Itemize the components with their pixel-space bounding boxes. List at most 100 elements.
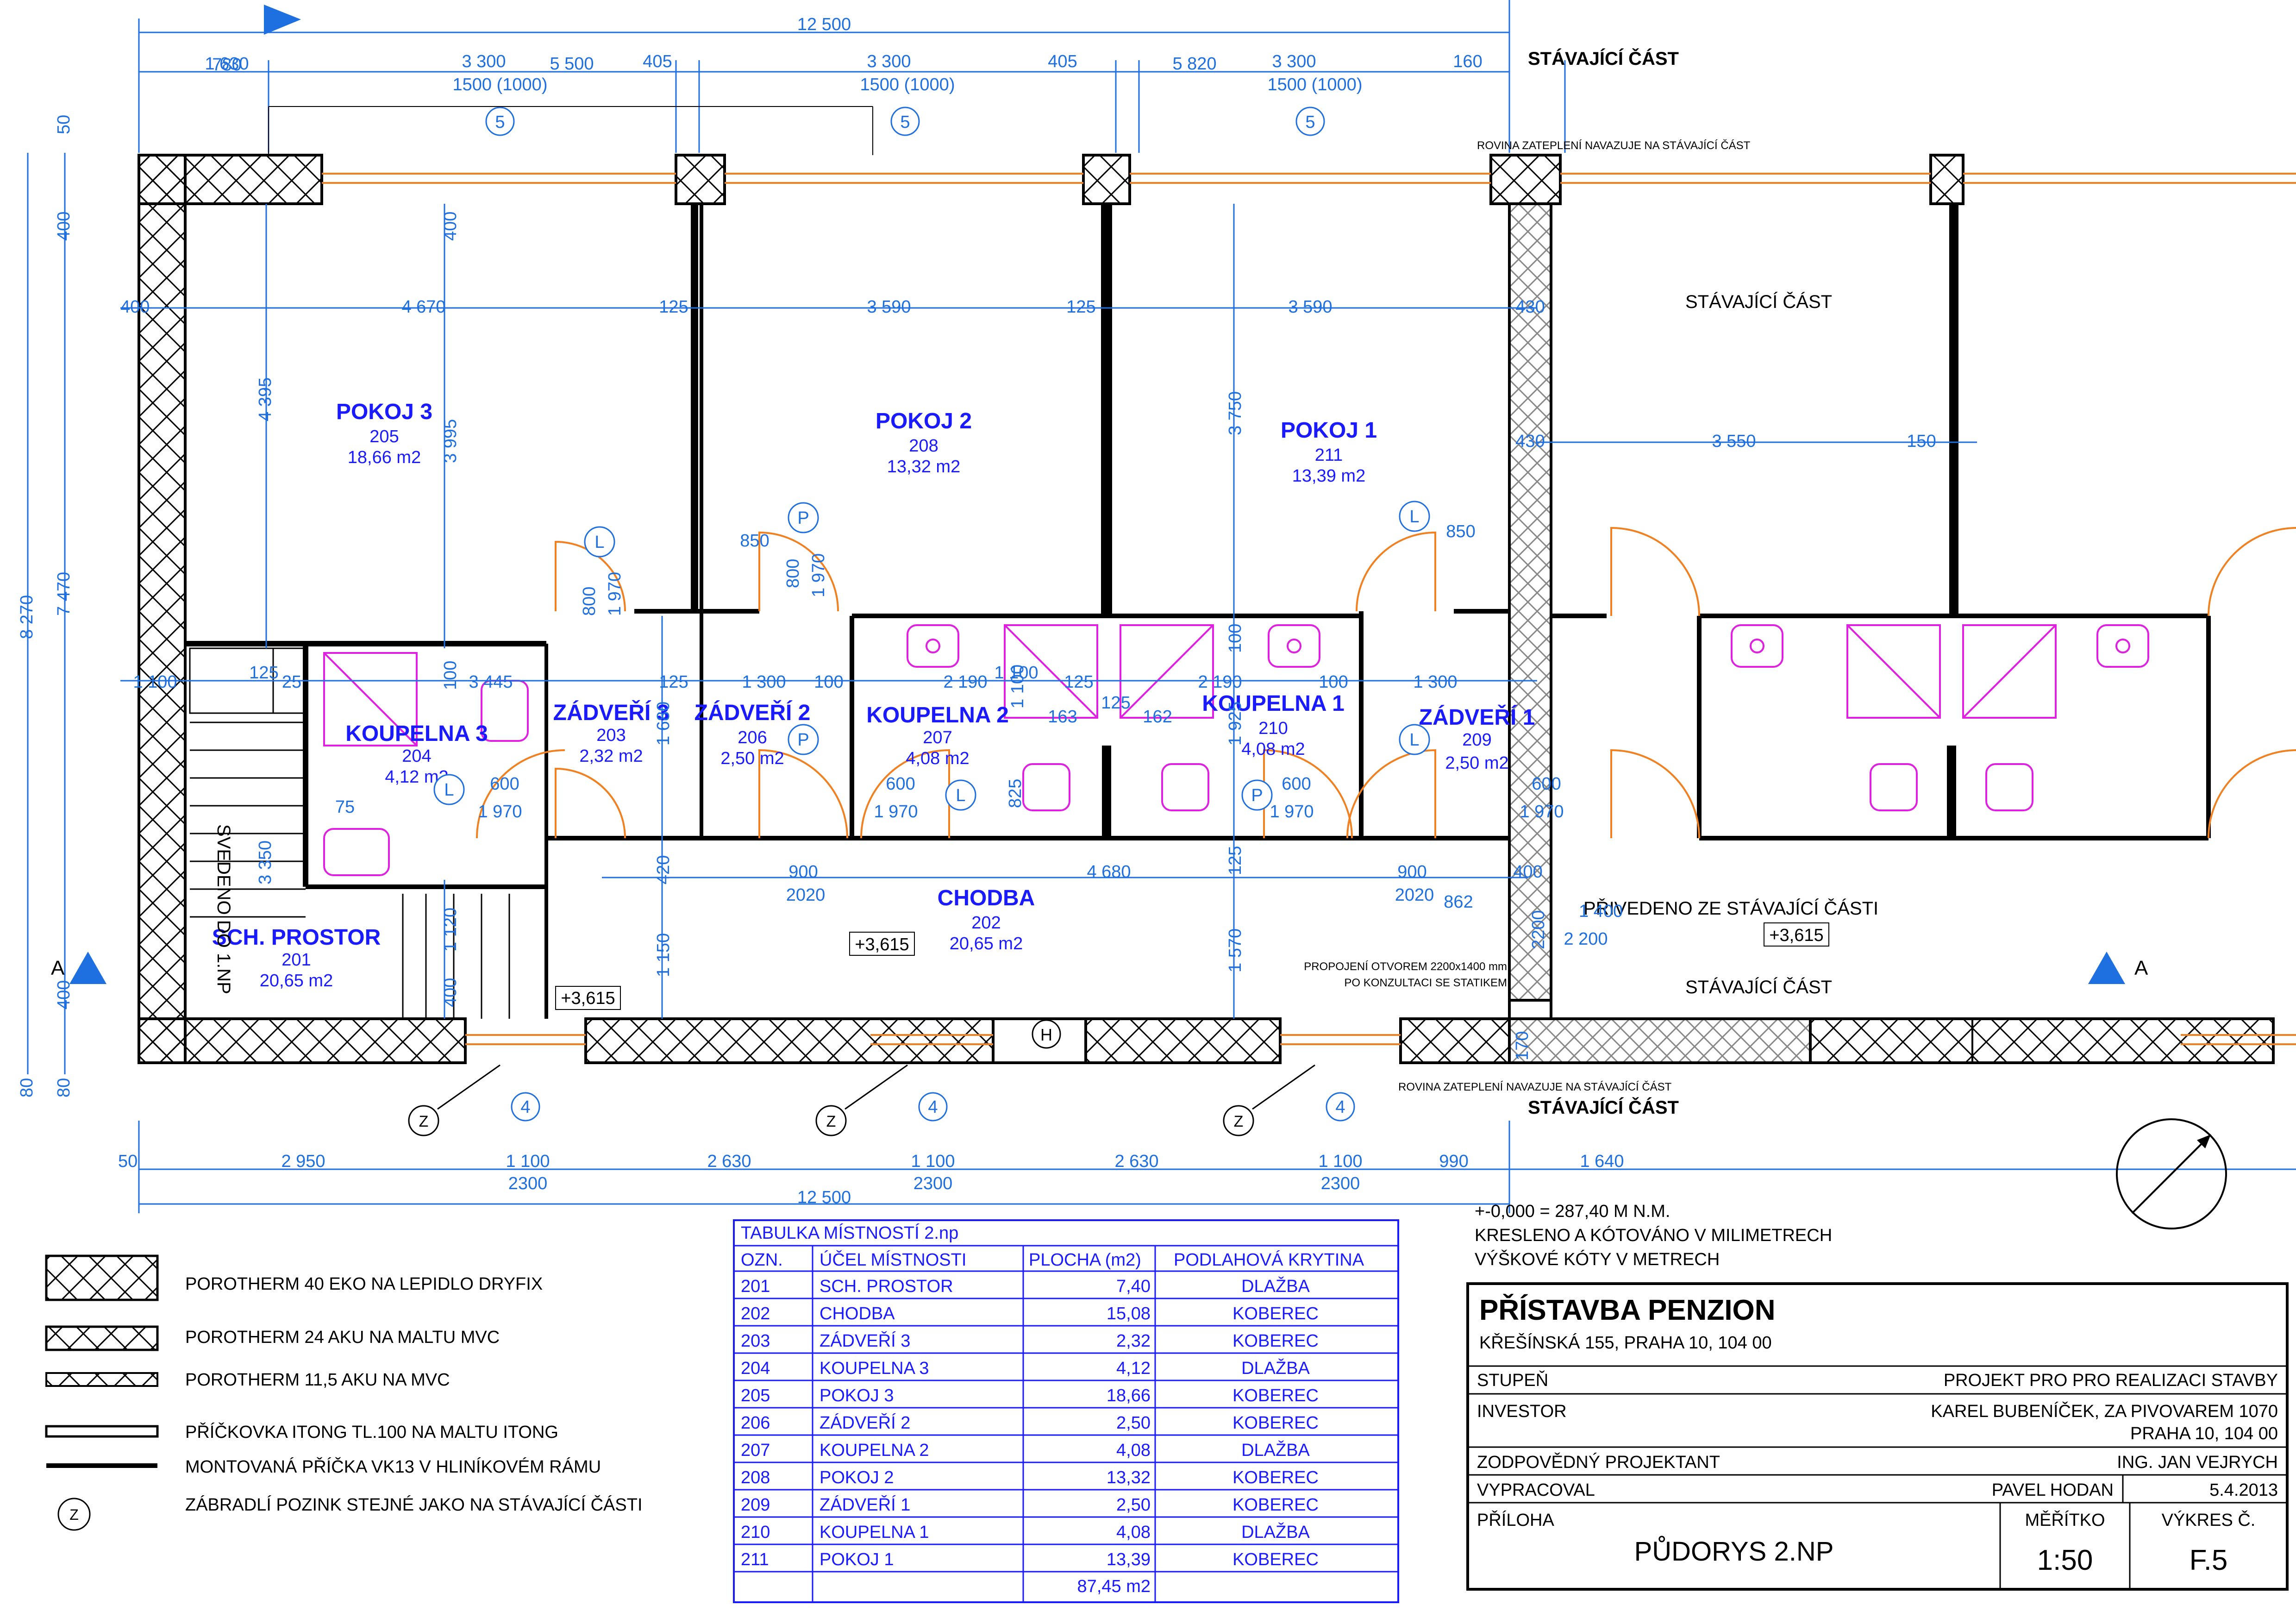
svg-text:990: 990 — [1439, 1152, 1468, 1171]
svg-text:2,50 m2: 2,50 m2 — [720, 749, 784, 768]
svg-text:900: 900 — [788, 862, 818, 882]
svg-text:5 820: 5 820 — [1172, 54, 1216, 74]
svg-text:210: 210 — [1258, 719, 1288, 738]
table-cell: CHODBA — [820, 1304, 895, 1323]
misc-vert-dims: 800 1 970 800 1 970 1 680 825 1 925 3 75… — [441, 391, 1623, 1060]
table-cell: 15,08 — [1107, 1304, 1151, 1323]
svg-text:L: L — [444, 780, 454, 800]
svg-text:3 995: 3 995 — [441, 419, 460, 463]
svg-text:VÝKRES Č.: VÝKRES Č. — [2162, 1510, 2256, 1530]
svg-text:MONTOVANÁ PŘÍČKA VK13 V HLINÍK: MONTOVANÁ PŘÍČKA VK13 V HLINÍKOVÉM RÁMU — [185, 1456, 601, 1477]
svg-text:211: 211 — [1315, 445, 1343, 465]
dim-total-bottom: 12 500 — [797, 1188, 851, 1207]
table-cell: 4,08 — [1116, 1523, 1151, 1542]
svg-text:75: 75 — [335, 797, 355, 817]
svg-text:2 190: 2 190 — [943, 672, 987, 692]
svg-text:2020: 2020 — [786, 885, 826, 905]
stairs — [189, 647, 510, 1019]
svg-text:125: 125 — [249, 663, 278, 683]
svg-text:4 395: 4 395 — [256, 377, 275, 421]
svg-text:430: 430 — [1515, 432, 1545, 451]
svg-text:4 680: 4 680 — [1087, 862, 1131, 882]
svg-text:400: 400 — [441, 212, 460, 241]
svg-text:125: 125 — [1226, 846, 1245, 875]
svg-text:POROTHERM 24 AKU NA MALTU MVC: POROTHERM 24 AKU NA MALTU MVC — [185, 1328, 500, 1347]
svg-text:2,32 m2: 2,32 m2 — [579, 746, 643, 766]
svg-text:2300: 2300 — [1321, 1174, 1360, 1193]
svg-text:L: L — [1409, 507, 1419, 527]
svg-text:3 300: 3 300 — [462, 52, 506, 71]
bottom-dim-lines — [138, 1121, 2296, 1213]
svg-text:800: 800 — [783, 559, 803, 588]
table-cell: DLAŽBA — [1241, 1276, 1310, 1296]
vented-label: SVEDENO DO 1.NP — [213, 824, 234, 994]
svg-text:Z: Z — [69, 1506, 79, 1523]
svg-text:400: 400 — [120, 297, 150, 317]
svg-text:PAVEL HODAN: PAVEL HODAN — [1992, 1480, 2114, 1500]
table-cell: 2,50 — [1116, 1413, 1151, 1433]
svg-text:POROTHERM 11,5 AKU NA MVC: POROTHERM 11,5 AKU NA MVC — [185, 1370, 450, 1390]
svg-text:ZÁBRADLÍ POZINK STEJNÉ JAKO NA: ZÁBRADLÍ POZINK STEJNÉ JAKO NA STÁVAJÍCÍ… — [185, 1494, 643, 1515]
svg-text:405: 405 — [643, 52, 672, 71]
svg-text:VYPRACOVAL: VYPRACOVAL — [1477, 1480, 1595, 1500]
svg-text:1 630: 1 630 — [205, 54, 249, 74]
svg-text:1 970: 1 970 — [605, 572, 625, 616]
svg-text:209: 209 — [1462, 730, 1491, 750]
svg-text:POKOJ 1: POKOJ 1 — [1281, 418, 1377, 443]
svg-text:1 970: 1 970 — [1270, 802, 1314, 821]
svg-text:PLOCHA (m2): PLOCHA (m2) — [1029, 1250, 1141, 1270]
doors — [476, 527, 2296, 839]
svg-text:1:50: 1:50 — [2037, 1544, 2093, 1576]
existing-part-2: STÁVAJÍCÍ ČÁST — [1685, 977, 1832, 997]
svg-text:18,66 m2: 18,66 m2 — [348, 448, 421, 467]
table-cell: POKOJ 1 — [820, 1550, 894, 1569]
svg-text:5: 5 — [1305, 113, 1315, 132]
svg-text:2 200: 2 200 — [1564, 929, 1608, 949]
table-cell: 202 — [741, 1304, 770, 1323]
svg-text:160: 160 — [1453, 52, 1482, 71]
walls — [138, 154, 2275, 1064]
svg-text:PRAHA 10, 104 00: PRAHA 10, 104 00 — [2130, 1424, 2278, 1443]
svg-text:1500 (1000): 1500 (1000) — [453, 75, 548, 94]
window-tags-bottom — [511, 1092, 1355, 1122]
svg-text:80: 80 — [17, 1078, 37, 1097]
svg-text:25: 25 — [282, 672, 301, 692]
svg-text:POKOJ 3: POKOJ 3 — [336, 400, 432, 424]
svg-text:206: 206 — [738, 728, 767, 747]
legend: POROTHERM 40 EKO NA LEPIDLO DRYFIX POROT… — [45, 1254, 643, 1531]
svg-text:170: 170 — [1513, 1031, 1532, 1060]
table-cell: KOUPELNA 1 — [820, 1523, 929, 1542]
svg-text:PŘÍSTAVBA PENZION: PŘÍSTAVBA PENZION — [1479, 1294, 1776, 1326]
svg-text:125: 125 — [1066, 297, 1095, 317]
table-cell: 206 — [741, 1413, 770, 1433]
svg-text:A: A — [2134, 957, 2148, 979]
svg-text:PROJEKT PRO PRO REALIZACI STAV: PROJEKT PRO PRO REALIZACI STAVBY — [1944, 1371, 2278, 1390]
svg-text:ZODPOVĚDNÝ PROJEKTANT: ZODPOVĚDNÝ PROJEKTANT — [1477, 1452, 1720, 1472]
window-tags-top — [485, 107, 1325, 136]
door-tags — [433, 501, 1430, 811]
table-cell: KOBEREC — [1232, 1386, 1319, 1405]
svg-text:+3,615: +3,615 — [1769, 926, 1823, 945]
svg-text:ING. JAN VEJRYCH: ING. JAN VEJRYCH — [2117, 1453, 2278, 1472]
svg-text:3 350: 3 350 — [256, 840, 275, 884]
svg-text:2300: 2300 — [508, 1174, 548, 1193]
svg-text:163: 163 — [1048, 707, 1077, 727]
svg-text:1 100: 1 100 — [133, 672, 177, 692]
svg-text:20,65 m2: 20,65 m2 — [260, 971, 333, 991]
table-cell: KOBEREC — [1232, 1413, 1319, 1433]
table-cell: 7,40 — [1116, 1277, 1151, 1296]
svg-text:2300: 2300 — [913, 1174, 953, 1193]
svg-text:KAREL BUBENÍČEK, ZA PIVOVAREM: KAREL BUBENÍČEK, ZA PIVOVAREM 1070 — [1931, 1401, 2278, 1421]
svg-text:2,50 m2: 2,50 m2 — [1445, 753, 1508, 773]
svg-text:400: 400 — [54, 980, 74, 1010]
section-a-right-icon — [2088, 952, 2125, 984]
svg-text:ZÁDVEŘÍ 1: ZÁDVEŘÍ 1 — [1419, 704, 1535, 730]
existing-part-1: STÁVAJÍCÍ ČÁST — [1685, 291, 1832, 312]
svg-text:5: 5 — [900, 113, 910, 132]
svg-text:5: 5 — [495, 113, 505, 132]
svg-text:20,65 m2: 20,65 m2 — [950, 934, 1023, 953]
section-a-left-icon — [69, 952, 106, 984]
note-elevation: +-0,000 = 287,40 M N.M. — [1475, 1202, 1670, 1221]
svg-text:850: 850 — [740, 531, 769, 551]
